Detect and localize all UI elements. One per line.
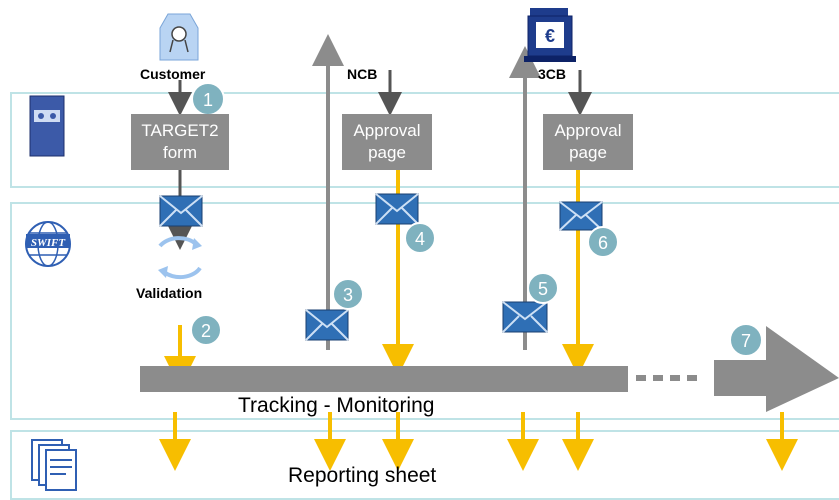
3cb-label: 3CB <box>538 66 567 82</box>
refresh-cycle-icon <box>158 236 202 280</box>
ncb-label: NCB <box>347 66 378 82</box>
step-3-circle <box>332 278 364 310</box>
envelope-icon <box>305 309 349 341</box>
documents-icon <box>31 439 77 491</box>
ncb-approval-line2: page <box>368 143 406 162</box>
bank-euro-icon: € <box>524 8 576 62</box>
tracking-dash-3 <box>670 375 680 381</box>
tracking-big-arrow <box>714 326 839 412</box>
svg-text:SWIFT: SWIFT <box>31 237 67 249</box>
server-icon <box>29 95 65 157</box>
swift-globe-icon: SWIFT <box>25 221 71 267</box>
step-6-number: 6 <box>598 233 608 253</box>
step-2-number: 2 <box>201 321 211 341</box>
step-6-circle <box>587 226 619 258</box>
step-7-number: 7 <box>741 331 751 351</box>
step-4-circle <box>404 222 436 254</box>
tracking-dash-1 <box>636 375 646 381</box>
tracking-dash-4 <box>687 375 697 381</box>
validation-label: Validation <box>136 285 203 301</box>
tracking-dash-2 <box>653 375 663 381</box>
step-5-circle <box>527 272 559 304</box>
target2-form-line1: TARGET2 <box>141 121 219 140</box>
reporting-sheet-label: Reporting sheet <box>288 464 437 487</box>
step-1-number: 1 <box>203 90 213 110</box>
ncb-approval-page-box: Approval page <box>342 114 432 170</box>
tracking-bar <box>140 366 628 392</box>
envelope-icon <box>375 193 419 225</box>
ncb-approval-line1: Approval <box>353 121 421 140</box>
reporting-arrows <box>159 412 798 471</box>
svg-text:€: € <box>545 26 555 46</box>
3cb-approval-line2: page <box>569 143 607 162</box>
envelope-icon <box>502 301 548 333</box>
target2-form-line2: form <box>163 143 197 162</box>
envelope-icon <box>559 201 603 231</box>
3cb-approval-line1: Approval <box>554 121 622 140</box>
target2-form-box: TARGET2 form <box>131 114 229 170</box>
lane-swift-network <box>10 202 839 420</box>
person-certificate-icon <box>159 13 199 61</box>
step-3-number: 3 <box>343 285 353 305</box>
customer-label: Customer <box>140 66 206 82</box>
step-7-circle <box>729 323 763 357</box>
step-2-circle <box>190 314 222 346</box>
envelope-icon <box>159 195 203 227</box>
step-4-number: 4 <box>415 229 425 249</box>
step-circles <box>190 82 763 357</box>
3cb-approval-page-box: Approval page <box>543 114 633 170</box>
tracking-monitoring-label: Tracking - Monitoring <box>238 394 435 417</box>
lane-target2-ui <box>10 92 839 188</box>
step-5-number: 5 <box>538 279 548 299</box>
